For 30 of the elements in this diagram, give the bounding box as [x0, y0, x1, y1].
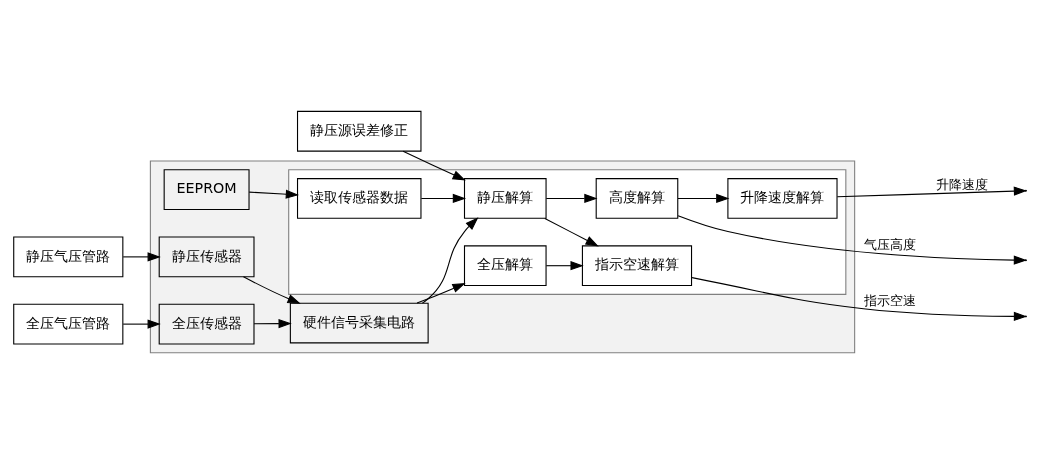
node-box: 静压解算: [463, 178, 547, 219]
node-box: 升降速度解算: [727, 178, 838, 219]
edge-label: 指示空速: [864, 292, 917, 308]
node-box: EEPROM: [163, 169, 250, 211]
node-box: 全压解算: [463, 245, 547, 287]
arrow: [421, 217, 479, 304]
node-box: 全压气压管路: [13, 303, 124, 345]
node-box: 静压源误差修正: [296, 110, 422, 152]
arrow: [677, 215, 1028, 265]
arrow: [836, 186, 1028, 198]
node-box: 指示空速解算: [581, 245, 693, 287]
node-box: 静压传感器: [158, 236, 255, 278]
arrow: [122, 252, 161, 262]
arrow: [248, 189, 299, 199]
edge-label: 升降速度: [936, 177, 989, 193]
arrow: [545, 193, 598, 204]
node-box: 高度解算: [595, 178, 679, 219]
node-box: 硬件信号采集电路: [289, 302, 429, 344]
node-box: 读取传感器数据: [296, 178, 422, 219]
edge-label: 气压高度: [864, 236, 917, 252]
arrow: [122, 319, 161, 329]
arrow: [253, 318, 292, 329]
arrow: [416, 283, 466, 304]
arrow: [242, 276, 301, 304]
node-box: 静压气压管路: [13, 236, 124, 278]
arrow: [545, 261, 584, 271]
arrow: [544, 217, 599, 247]
arrow: [420, 193, 466, 204]
node-box: 全压传感器: [158, 303, 255, 345]
arrow: [677, 193, 730, 204]
